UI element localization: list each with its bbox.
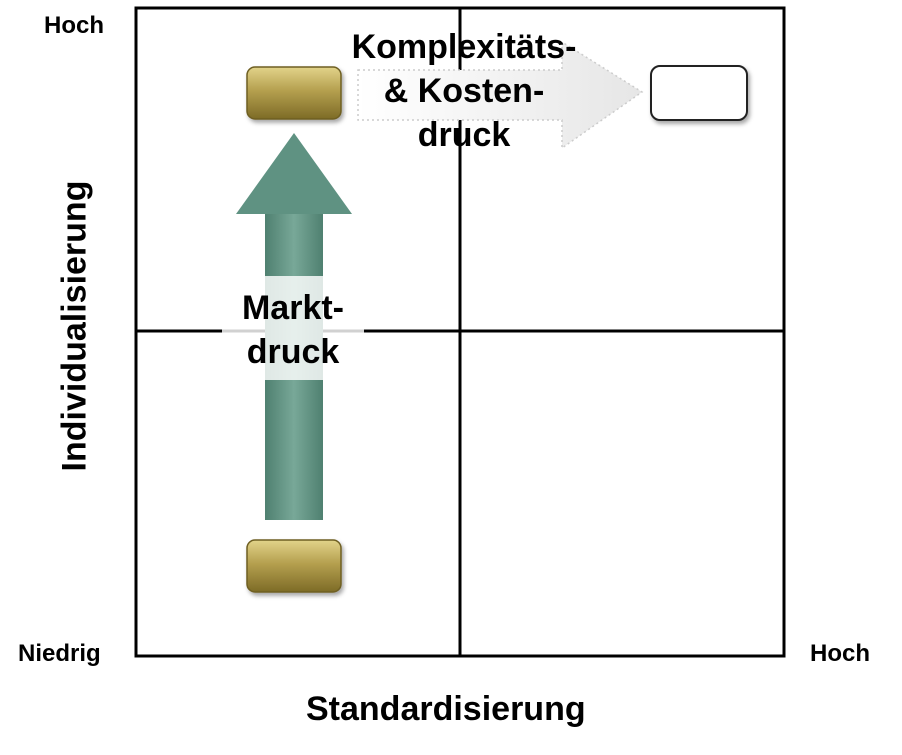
market-pressure-line2: druck [246, 333, 340, 371]
market-pressure-arrow [222, 133, 364, 520]
cost-pressure-label: Komplexitäts- & Kosten- druck [330, 25, 598, 157]
market-pressure-line1: Markt- [241, 289, 345, 327]
market-pressure-label: Markt- druck [218, 286, 368, 374]
x-axis-high-label: Hoch [810, 640, 870, 667]
x-axis-title: Standardisierung [306, 690, 586, 728]
cost-pressure-line1: Komplexitäts- [351, 28, 577, 66]
origin-low-label: Niedrig [18, 640, 101, 667]
cost-pressure-line3: druck [417, 116, 511, 154]
target-box [650, 65, 748, 121]
cost-pressure-line2: & Kosten- [383, 72, 545, 110]
y-axis-title: Individualisierung [55, 180, 94, 472]
gold-box-bottom [246, 539, 342, 593]
cost-pressure-arrow [357, 40, 644, 150]
y-axis-high-label: Hoch [44, 12, 104, 39]
gold-box-top [246, 66, 342, 120]
